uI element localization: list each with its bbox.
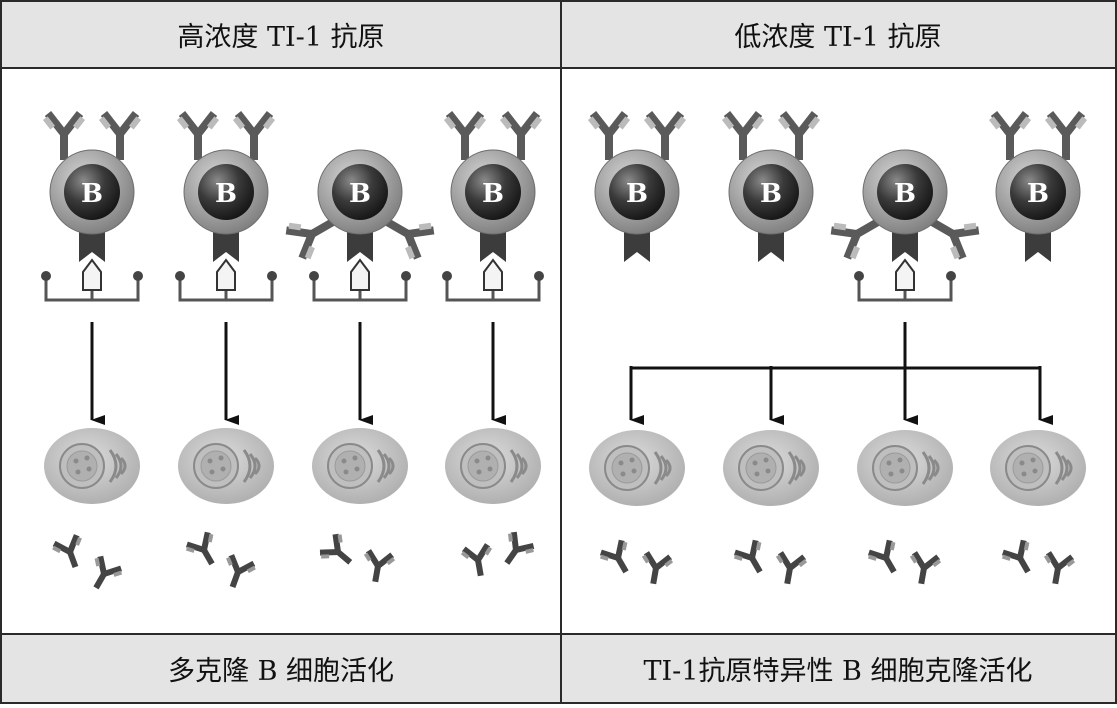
b-cell-icon: B [826, 149, 984, 302]
right-header: 低浓度 TI-1 抗原 [734, 22, 941, 53]
plasma-cell-icon [587, 428, 687, 508]
left-header: 高浓度 TI-1 抗原 [177, 22, 384, 53]
header-bar [2, 2, 1115, 68]
b-cell-icon: B [587, 111, 687, 263]
plasma-cell-icon [176, 426, 276, 506]
plasma-cell-icon [310, 426, 410, 506]
b-cell-icon: B [721, 111, 821, 263]
b-cell-label: B [215, 179, 237, 209]
plasma-cell-icon [42, 426, 142, 506]
b-cell-label: B [349, 179, 371, 209]
branch-arrows [629, 322, 1053, 425]
b-cell-label: B [1027, 179, 1049, 209]
b-cell-icon: B [988, 111, 1088, 263]
left-panel: B B B B [39, 111, 546, 596]
b-cell-label: B [626, 179, 648, 209]
footer-bar [2, 634, 1115, 702]
right-panel: B B B B [587, 111, 1088, 587]
b-cell-label: B [760, 179, 782, 209]
plasma-cell-icon [721, 428, 821, 508]
plasma-cell-icon [855, 428, 955, 508]
b-cell-icon: B [440, 111, 546, 302]
left-footer: 多克隆 B 细胞活化 [168, 656, 394, 687]
right-footer: TI-1抗原特异性 B 细胞克隆活化 [644, 656, 1033, 687]
b-cell-label: B [482, 179, 504, 209]
b-cell-icon: B [173, 111, 279, 302]
b-cell-label: B [81, 179, 103, 209]
plasma-cell-icon [443, 426, 543, 506]
b-cell-icon: B [39, 111, 145, 302]
b-cell-icon: B [281, 149, 439, 302]
plasma-cell-icon [988, 428, 1088, 508]
b-cell-label: B [894, 179, 916, 209]
